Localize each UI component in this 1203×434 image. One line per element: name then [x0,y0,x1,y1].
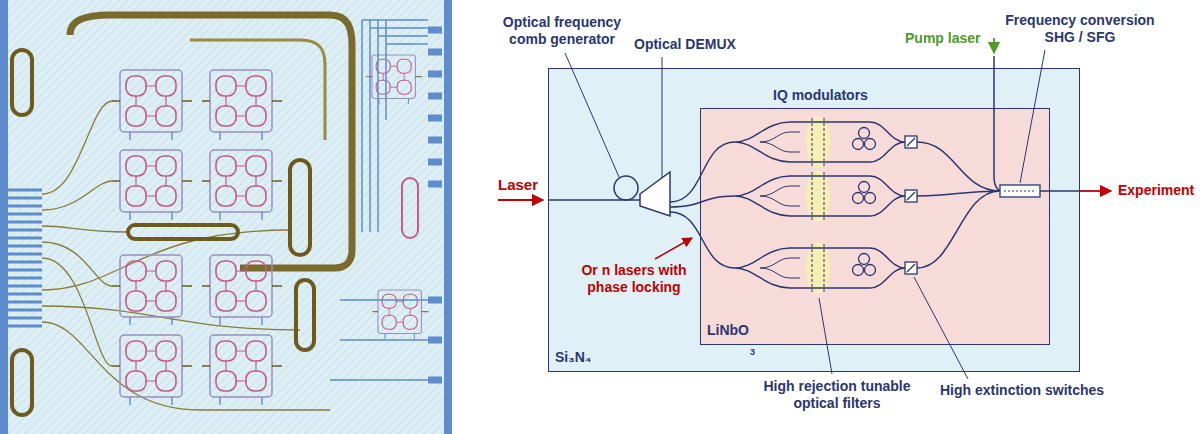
pump-label: Pump laser [905,30,980,47]
chip-hatching [8,0,444,434]
label-anchor: Experiment [1118,182,1194,199]
bus-waveguide [190,40,325,140]
chip-edge-bar [444,0,452,434]
fiber-pads [8,190,42,326]
label-anchor: Laser [498,176,538,194]
modulator-cell [202,335,282,405]
bus-waveguide [70,15,352,268]
demux-symbol [640,172,670,216]
label-anchor: 3 [750,347,755,358]
text-anchor: Si₃N₄ [555,349,591,366]
chip-edge-bar [0,0,8,434]
label-anchor: High rejection tunable optical filters [752,378,922,412]
text-anchor: IQ modulators [773,87,868,104]
pump-waveguide [994,56,1002,191]
filter-region [806,170,830,222]
callout-label: Frequency conversion SHG / SFG [1000,12,1160,46]
ring-filter [853,139,864,150]
ring-filters [853,128,876,276]
ring-filter [859,128,870,139]
label-anchor: Or n lasers with phase locking [572,262,696,296]
electrode-lines [362,20,428,232]
output-label: Experiment [1118,182,1194,199]
filter-region [806,116,830,168]
ring-resonator [614,176,638,200]
ring-filter [859,182,870,193]
racetrack-resonator [12,50,32,115]
modulator-cell [112,150,192,220]
modulator-cell [372,290,428,339]
chip-background [8,0,444,434]
switch-symbol [905,262,917,274]
small-resonator [402,178,418,238]
platform-region: IQ modulatorsLiNbOSi₃N₄ [548,68,1080,372]
material-label: Si₃N₄ [555,349,591,366]
modulator-cell [112,255,192,325]
modulator-cell [202,70,282,140]
channel-waveguides [670,142,735,268]
electrode-lines [330,300,428,380]
output-arrow [1080,190,1111,192]
material-label: LiNbO [707,322,749,339]
callout-label: Optical DEMUX [634,36,736,53]
routing-waveguides [42,101,330,410]
input-label: Laser [498,176,538,194]
filter-grating [812,118,824,292]
poling-pattern [1004,191,1036,192]
callout-label: Optical frequency comb generator [492,14,632,48]
ring-filter [859,254,870,265]
input-arrow [498,199,543,201]
ring-filter [853,265,864,276]
modulator-cell [366,55,422,104]
callout-label: High rejection tunable optical filters [752,378,922,412]
racetrack-resonator [296,280,314,350]
label-anchor: High extinction switches [940,382,1104,399]
ring-filter [865,139,876,150]
filter-region [806,242,830,294]
ring-filter [865,193,876,204]
ring-filter [853,193,864,204]
modulator-cell [112,70,192,140]
combiner-waveguides [917,142,1000,268]
modulator-region: IQ modulatorsLiNbO [700,108,1050,345]
racetrack-resonator [128,225,238,239]
output-waveguide [1040,190,1080,192]
label-anchor: Frequency conversion SHG / SFG [1000,12,1160,46]
subscript-label: 3 [750,347,755,358]
switch-symbol [905,136,917,148]
iq-modulator [735,176,905,216]
modulator-cell [202,150,282,220]
racetrack-resonator [290,160,310,255]
modulator-cell [112,335,192,405]
switch-symbol [905,190,917,202]
callout-arrow [655,238,692,259]
inner-arms [760,132,800,278]
label-anchor: Pump laser [905,30,980,47]
electrical-pads [428,30,442,380]
ring-filter [865,265,876,276]
callout-label: Or n lasers with phase locking [572,262,696,296]
switches [905,136,917,274]
modulator-cell [202,255,282,325]
racetrack-resonator [12,350,32,415]
switch-blade [907,138,915,272]
pump-arrow [993,38,995,53]
group-heading: IQ modulators [773,87,868,104]
iq-modulator [735,122,905,162]
conversion-crystal [1000,185,1040,197]
callout-label: High extinction switches [940,382,1104,399]
label-anchor: Optical DEMUX [634,36,736,53]
text-anchor: LiNbO [707,322,749,339]
label-anchor: Optical frequency comb generator [492,14,632,48]
leader-lines [565,50,1045,379]
bus-waveguide [548,199,641,201]
iq-modulator [735,248,905,288]
